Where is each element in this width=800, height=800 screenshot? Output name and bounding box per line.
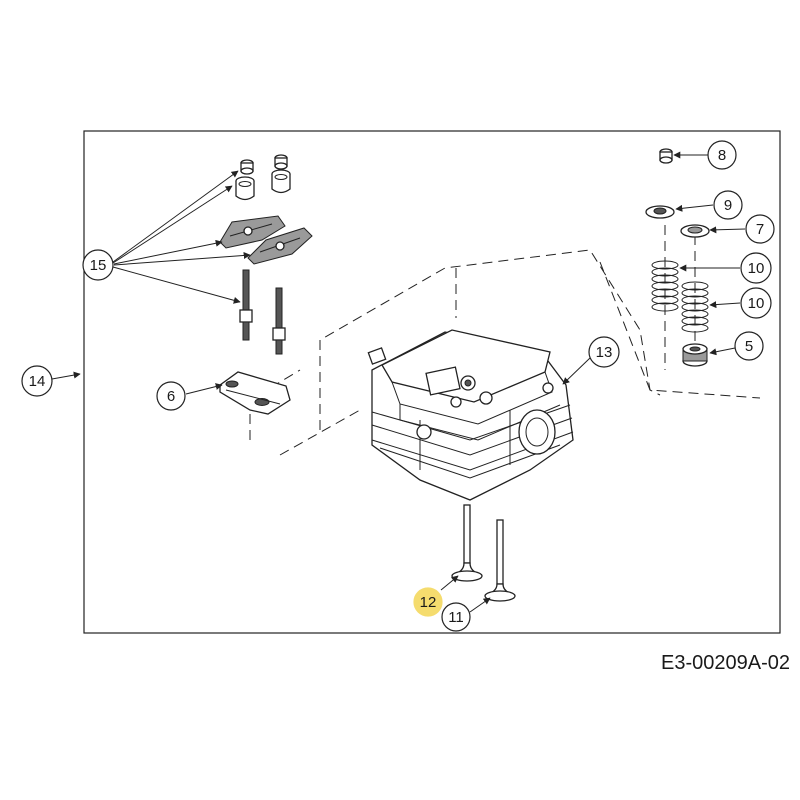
callout-10-lower-label: 10	[748, 295, 765, 312]
callout-12: 12	[413, 587, 443, 617]
adjuster-nut-right	[271, 169, 291, 194]
valve-seal-5	[682, 343, 708, 367]
callout-14: 14	[21, 365, 53, 397]
valve-spring-10a	[651, 260, 679, 312]
cylinder-head	[367, 329, 574, 501]
callout-9: 9	[713, 190, 743, 220]
callout-6-label: 6	[167, 388, 175, 405]
callout-7-label: 7	[756, 221, 764, 238]
diagram-frame	[83, 130, 781, 634]
callouts: 8 9 7 10 10 5 13 15	[21, 140, 775, 632]
document-code: E3-00209A-02	[661, 652, 790, 674]
rocker-stud-left	[239, 269, 253, 341]
callout-10-upper: 10	[740, 252, 772, 284]
valve-11	[484, 519, 516, 602]
callout-6: 6	[156, 381, 186, 411]
adjuster-nut-left	[235, 176, 255, 201]
spring-retainer-9	[645, 205, 675, 219]
callout-5-label: 5	[745, 338, 753, 355]
callout-13-label: 13	[596, 344, 613, 361]
callout-7: 7	[745, 214, 775, 244]
callout-10-lower: 10	[740, 287, 772, 319]
callout-15: 15	[82, 249, 114, 281]
spring-retainer-7	[680, 224, 710, 238]
callout-13: 13	[588, 336, 620, 368]
valve-cap-8	[659, 148, 673, 164]
valve-spring-10b	[681, 281, 709, 333]
callout-9-label: 9	[724, 197, 732, 214]
valve-cap-right	[274, 154, 288, 170]
callout-11-label: 11	[448, 609, 464, 626]
rocker-stud-right	[272, 287, 286, 355]
leader-lines	[51, 151, 746, 613]
rocker-arm-right	[247, 227, 313, 265]
callout-10-upper-label: 10	[748, 260, 765, 277]
valve-train-parts	[645, 148, 710, 367]
valve-12	[451, 504, 483, 582]
callout-8: 8	[707, 140, 737, 170]
callout-5: 5	[734, 331, 764, 361]
valve-cap-left	[240, 159, 254, 175]
callout-11: 11	[441, 602, 471, 632]
callout-8-label: 8	[718, 147, 726, 164]
callout-12-label: 12	[420, 594, 437, 611]
rocker-arm-left	[219, 215, 286, 249]
callout-15-label: 15	[90, 257, 107, 274]
rocker-assembly	[219, 154, 313, 355]
push-rod-guide-plate	[219, 371, 291, 415]
callout-14-label: 14	[29, 373, 46, 390]
